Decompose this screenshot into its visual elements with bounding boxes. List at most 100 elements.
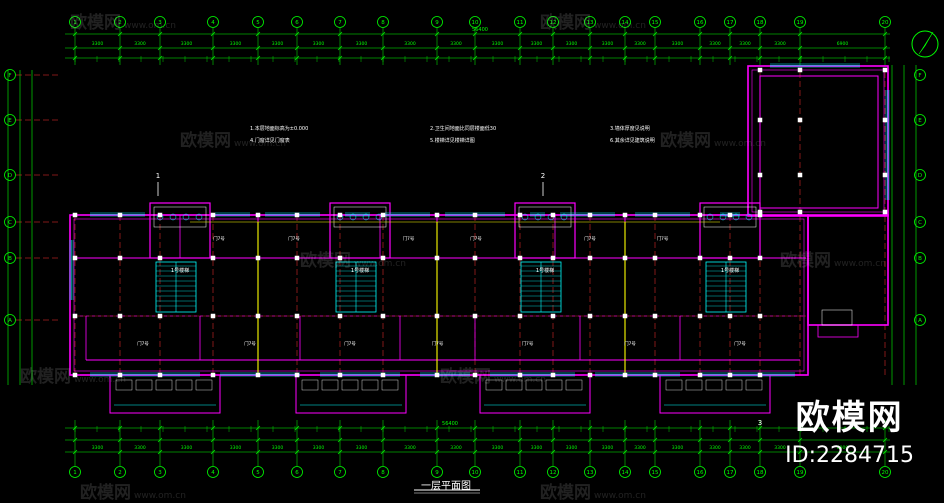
- bay-cell: [485, 379, 503, 391]
- dim-tick: [294, 31, 300, 37]
- structural-column: [727, 212, 733, 218]
- axis-bubble-top-9: 9: [435, 20, 439, 26]
- toilet-fixture-row: [518, 206, 572, 228]
- structural-column: [652, 372, 658, 378]
- span-dimension-top: 3300: [602, 41, 614, 47]
- dim-tick: [652, 425, 658, 431]
- span-dimension-top: 3300: [492, 41, 504, 47]
- dim-tick: [210, 425, 216, 431]
- axis-bubble-bottom-17: 17: [727, 470, 734, 476]
- bay-cell: [725, 379, 743, 391]
- structural-column: [797, 209, 803, 215]
- axis-bubble-bottom-13-circle: [584, 466, 596, 478]
- south-room-label: 门7号: [137, 340, 149, 347]
- row-bubble-left-B-circle: [4, 252, 16, 264]
- brand-badge: 欧模网 ID:2284715: [785, 398, 914, 470]
- axis-bubble-top-1-circle: [69, 16, 81, 28]
- dim-tick: [157, 437, 163, 443]
- plan-note: 6.其余详见建筑说明: [610, 137, 655, 144]
- axis-bubble-bottom-8-circle: [377, 466, 389, 478]
- axis-bubble-top-17-circle: [724, 16, 736, 28]
- axis-bubble-top-8: 8: [381, 20, 385, 26]
- row-bubble-right-F-circle: [914, 69, 926, 81]
- dim-tick: [652, 449, 658, 455]
- axis-bubble-top-14: 14: [622, 20, 629, 26]
- section-marker-1: 1: [156, 172, 160, 180]
- bay-cell: [525, 379, 543, 391]
- bay-cell: [341, 379, 359, 391]
- dim-tick: [622, 31, 628, 37]
- axis-bubble-bottom-9-circle: [431, 466, 443, 478]
- span-dimension-bottom: 3300: [566, 445, 578, 451]
- toilet-fixture-row: [333, 206, 387, 228]
- structural-column: [157, 212, 163, 218]
- dim-tick: [72, 45, 78, 51]
- span-dimension-top: 3300: [230, 41, 242, 47]
- row-bubble-left-B: B: [8, 256, 12, 262]
- dim-tick: [117, 449, 123, 455]
- dim-tick: [757, 55, 763, 61]
- span-dimension-top: 3300: [774, 41, 786, 47]
- dim-tick: [380, 31, 386, 37]
- dim-tick: [697, 55, 703, 61]
- sanitary-fixture: [745, 213, 753, 221]
- south-bay-4: [659, 374, 771, 414]
- axis-bubble-bottom-2: 2: [118, 470, 122, 476]
- structural-column: [294, 212, 300, 218]
- structural-column: [380, 313, 386, 319]
- main-block-inner-wall: [73, 218, 805, 372]
- bay-cell: [381, 379, 399, 391]
- row-bubble-left-D: D: [8, 173, 12, 179]
- bay-cell: [175, 379, 193, 391]
- axis-bubble-bottom-14-circle: [619, 466, 631, 478]
- south-room-label: 门7号: [734, 340, 746, 347]
- total-dimension-bottom: 56400: [442, 421, 458, 427]
- axis-bubble-bottom-12-circle: [547, 466, 559, 478]
- row-bubble-right-A: A: [918, 318, 922, 324]
- dim-tick: [622, 45, 628, 51]
- structural-column: [517, 372, 523, 378]
- dim-tick: [652, 55, 658, 61]
- plan-note: 1.本层地面标高为±0.000: [250, 125, 308, 132]
- axis-bubble-top-18: 18: [757, 20, 764, 26]
- axis-bubble-bottom-11: 11: [517, 470, 524, 476]
- row-bubble-right-B: B: [918, 256, 922, 262]
- drawing-title: 一层平面图: [421, 481, 471, 492]
- axis-bubble-top-13-circle: [584, 16, 596, 28]
- dim-tick: [210, 437, 216, 443]
- axis-bubble-top-7: 7: [338, 20, 342, 26]
- main-block-outer-wall: [69, 214, 809, 376]
- axis-bubble-top-20: 20: [882, 20, 889, 26]
- dim-tick: [72, 31, 78, 37]
- dim-tick: [727, 449, 733, 455]
- dim-tick: [294, 449, 300, 455]
- structural-column: [757, 255, 763, 261]
- axis-bubble-top-2-circle: [114, 16, 126, 28]
- dim-tick: [380, 45, 386, 51]
- dim-tick: [434, 31, 440, 37]
- bay-cell: [705, 379, 723, 391]
- structural-column: [550, 313, 556, 319]
- dim-tick: [117, 31, 123, 37]
- east-annex-wall: [807, 214, 889, 326]
- axis-bubble-bottom-3: 3: [158, 470, 162, 476]
- row-bubble-left-A-circle: [4, 314, 16, 326]
- axis-bubble-top-18-circle: [754, 16, 766, 28]
- structural-column: [757, 172, 763, 178]
- stair-label: 1号楼梯: [351, 267, 369, 274]
- dim-tick: [797, 55, 803, 61]
- sanitary-fixture: [534, 213, 542, 221]
- bay-cell: [505, 379, 523, 391]
- dim-tick: [255, 425, 261, 431]
- dim-tick: [337, 55, 343, 61]
- axis-bubble-top-7-circle: [334, 16, 346, 28]
- bay-cell: [321, 379, 339, 391]
- dim-tick: [337, 449, 343, 455]
- dim-tick: [255, 45, 261, 51]
- dim-tick: [757, 437, 763, 443]
- row-bubble-left-C: C: [8, 220, 12, 226]
- axis-bubble-bottom-16-circle: [694, 466, 706, 478]
- axis-bubble-bottom-5: 5: [256, 470, 260, 476]
- axis-bubble-top-5-circle: [252, 16, 264, 28]
- dim-tick: [652, 45, 658, 51]
